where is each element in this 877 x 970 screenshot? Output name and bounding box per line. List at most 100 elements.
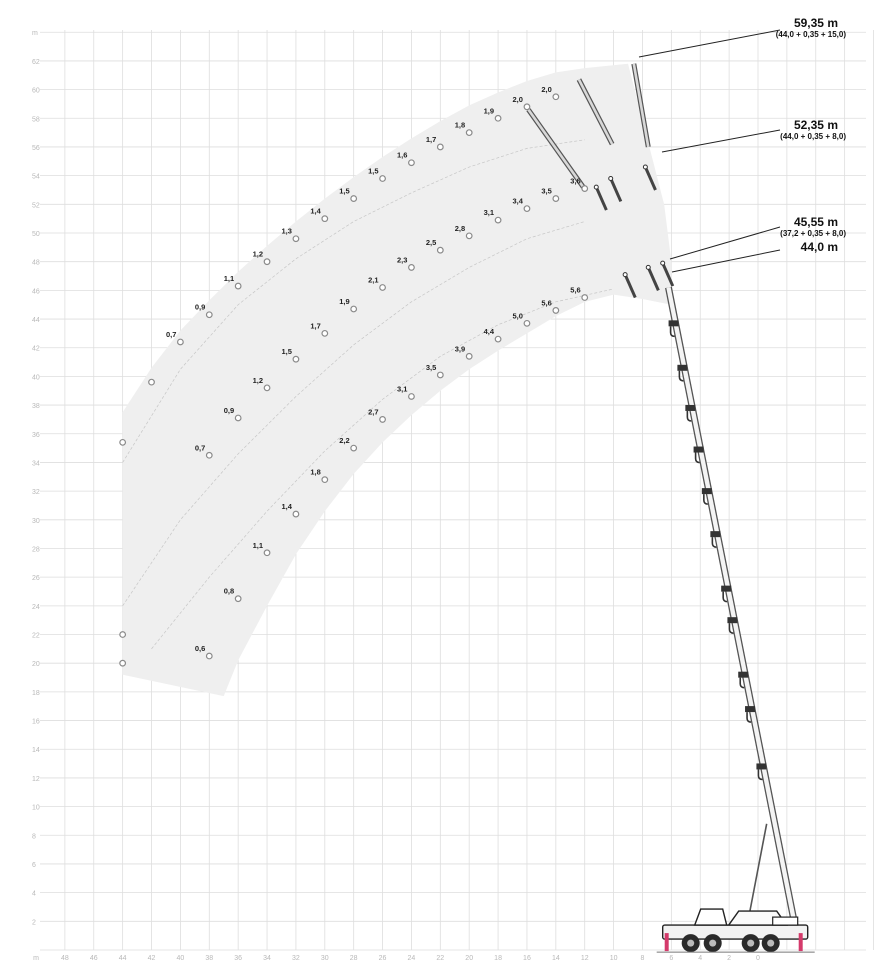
- data-point: [408, 264, 415, 271]
- data-label: 0,9: [195, 303, 205, 312]
- callout-leader: [669, 226, 781, 260]
- data-point: [523, 103, 531, 111]
- jib-sheave: [593, 184, 599, 190]
- x-tick-label: 22: [436, 955, 444, 962]
- hook: [728, 623, 734, 634]
- y-tick-label: 38: [32, 403, 40, 410]
- y-tick-label: 56: [32, 145, 40, 152]
- hook: [722, 591, 728, 603]
- x-tick-label: 20: [465, 955, 473, 962]
- hook-block: [756, 763, 767, 770]
- data-label: 2,7: [368, 407, 378, 416]
- y-tick-label: 16: [32, 719, 40, 726]
- envelope-area: [122, 63, 672, 697]
- data-label: 1,2: [253, 376, 263, 385]
- data-label: 5,0: [513, 311, 523, 320]
- data-label: 2,2: [339, 436, 349, 445]
- hook-block: [745, 706, 756, 713]
- y-tick-label: 12: [32, 776, 40, 783]
- data-label: 0,8: [224, 587, 234, 596]
- data-point: [523, 319, 531, 327]
- x-tick-label: 40: [177, 955, 185, 962]
- radius-arc: [151, 288, 614, 650]
- hook: [746, 712, 752, 723]
- data-point: [408, 393, 415, 400]
- y-tick-label: 6: [32, 862, 36, 869]
- x-axis-unit: m: [33, 955, 39, 962]
- x-tick-label: 38: [205, 955, 213, 962]
- hook: [711, 537, 717, 548]
- radius-arc: [122, 139, 585, 463]
- y-tick-label: 50: [32, 231, 40, 238]
- data-point: [148, 378, 155, 386]
- data-point: [436, 143, 444, 151]
- x-tick-label: 4: [698, 955, 702, 962]
- data-label: 2,1: [368, 275, 378, 284]
- data-point: [176, 338, 184, 346]
- data-label: 1,9: [484, 106, 494, 115]
- hook: [757, 769, 763, 781]
- data-point: [408, 159, 415, 167]
- radius-arc: [122, 221, 585, 607]
- data-label: 1,7: [426, 135, 436, 144]
- callout-leader: [661, 129, 781, 153]
- callout-length: 52,35 m: [794, 118, 838, 132]
- callout-composition: (44,0 + 0,35 + 15,0): [776, 30, 847, 39]
- y-tick-label: 28: [32, 546, 40, 553]
- data-label: 3,9: [455, 344, 465, 353]
- data-label: 1,7: [310, 321, 320, 330]
- data-point: [350, 305, 358, 313]
- axis-ticks: 2468101214161820222426283032343638404244…: [32, 30, 760, 962]
- data-points: 0,70,91,11,21,31,41,51,51,61,71,81,92,02…: [119, 85, 589, 667]
- hook-block: [721, 585, 732, 592]
- jib-head: [661, 262, 675, 287]
- data-point: [119, 659, 127, 667]
- data-point: [350, 444, 358, 452]
- y-tick-label: 14: [32, 747, 40, 754]
- data-label: 0,7: [195, 443, 205, 452]
- wheel-hub: [687, 939, 695, 947]
- callout-leader: [638, 29, 781, 58]
- x-tick-label: 46: [90, 955, 98, 962]
- x-tick-label: 42: [148, 955, 156, 962]
- data-label: 5,6: [541, 298, 551, 307]
- x-tick-label: 8: [641, 955, 645, 962]
- outrigger: [798, 933, 803, 952]
- wheel-hub: [709, 939, 717, 947]
- data-label: 3,1: [484, 208, 494, 217]
- data-label: 2,5: [426, 238, 436, 247]
- data-point: [523, 205, 531, 213]
- x-tick-label: 30: [321, 955, 329, 962]
- y-tick-label: 32: [32, 489, 40, 496]
- y-tick-label: 62: [32, 59, 40, 66]
- data-point: [234, 282, 242, 290]
- jib-head: [623, 273, 637, 299]
- data-point: [552, 93, 560, 101]
- cab: [693, 908, 728, 926]
- jib-sheave: [642, 164, 648, 170]
- data-label: 1,5: [339, 187, 349, 196]
- x-tick-label: 32: [292, 955, 300, 962]
- x-tick-label: 36: [234, 955, 242, 962]
- hook-block: [738, 671, 749, 678]
- data-point: [436, 246, 444, 254]
- hook-block: [685, 404, 696, 411]
- y-tick-label: 30: [32, 518, 40, 525]
- data-point: [263, 549, 271, 557]
- y-tick-label: 52: [32, 202, 40, 209]
- jib-sheave: [608, 176, 614, 182]
- data-point: [119, 438, 127, 446]
- hook: [739, 677, 745, 689]
- hook-block: [710, 531, 721, 538]
- x-tick-label: 16: [523, 955, 531, 962]
- data-label: 1,5: [281, 347, 291, 356]
- x-tick-label: 28: [350, 955, 358, 962]
- jib-head: [643, 166, 657, 191]
- driver-cab: [772, 916, 799, 926]
- data-label: 1,4: [310, 207, 321, 216]
- y-tick-label: 4: [32, 891, 36, 898]
- hook-block: [701, 488, 712, 495]
- y-tick-label: 58: [32, 116, 40, 123]
